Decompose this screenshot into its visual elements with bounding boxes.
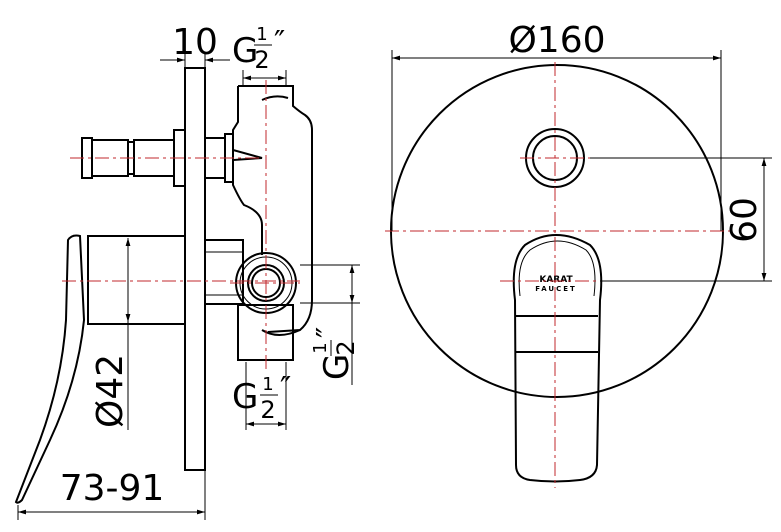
logo-line2: FAUCET	[535, 285, 577, 293]
svg-text:1: 1	[310, 342, 331, 353]
lever-handle	[14, 234, 86, 504]
dim-center-distance: 60	[724, 197, 765, 243]
svg-text:G: G	[232, 31, 258, 71]
lever-front	[512, 234, 603, 483]
svg-text:1: 1	[256, 24, 267, 45]
svg-text:2: 2	[260, 396, 275, 424]
dim-handle-diameter: Ø42	[90, 354, 131, 428]
svg-text:G: G	[232, 377, 258, 417]
front-view: KARAT FAUCET Ø160 60	[385, 20, 772, 488]
dim-top-outlet-thread: G 1 2 ″	[232, 24, 285, 74]
valve-body	[232, 85, 313, 333]
handle-cylinder	[87, 235, 186, 325]
dim-plate-thickness: 10	[172, 22, 218, 63]
svg-text:1: 1	[262, 374, 273, 395]
wall-plate	[184, 67, 206, 471]
side-view: 10 G 1 2 ″ G 1 2 ″ G 1	[14, 22, 360, 520]
svg-text:″: ″	[274, 25, 285, 60]
dim-side-outlet-thread: G 1 2 ″	[310, 327, 360, 380]
dim-depth: 73-91	[60, 468, 165, 509]
dim-plate-diameter: Ø160	[508, 20, 605, 61]
svg-text:2: 2	[254, 46, 269, 74]
svg-text:″: ″	[280, 371, 291, 406]
logo-line1: KARAT	[539, 275, 573, 285]
svg-text:2: 2	[332, 340, 360, 355]
svg-text:G: G	[317, 354, 357, 380]
svg-text:″: ″	[311, 327, 346, 338]
dim-bottom-outlet-thread: G 1 2 ″	[232, 371, 291, 424]
